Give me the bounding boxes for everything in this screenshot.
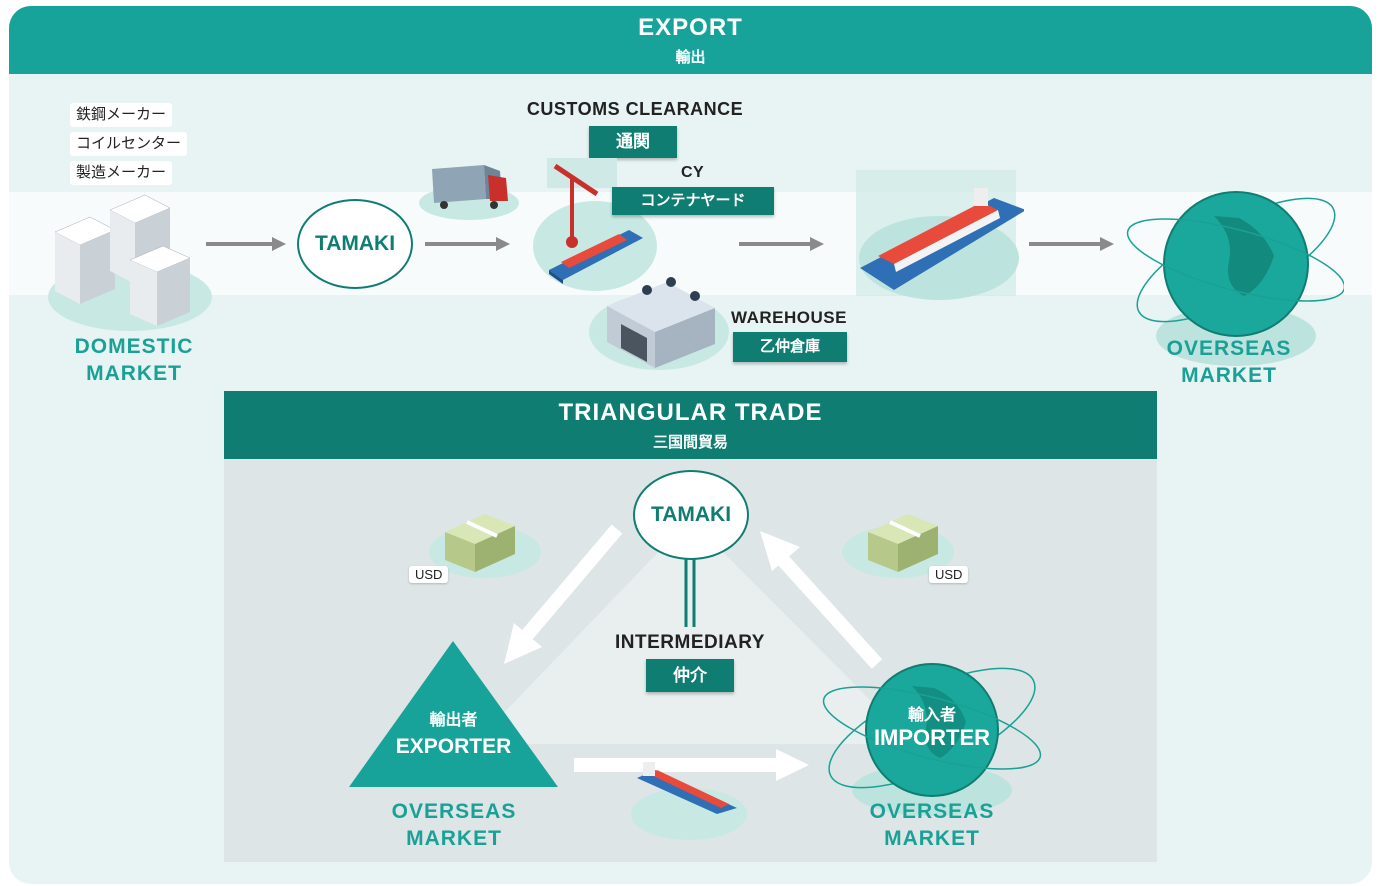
right-market-line2: MARKET (884, 827, 980, 850)
customs-label: CUSTOMS CLEARANCE (526, 99, 744, 119)
domestic-market-label: DOMESTIC MARKET (49, 333, 219, 387)
warehouse-label: WAREHOUSE (731, 308, 847, 327)
warehouse-jp-badge: 乙仲倉庫 (733, 332, 847, 362)
small-ship-icon (631, 762, 747, 840)
warehouse-icon (589, 277, 729, 370)
triangle-flow-graphic (474, 519, 914, 781)
triangular-title-jp: 三国間貿易 (652, 434, 728, 451)
overseas-market-label: OVERSEAS MARKET (1139, 335, 1319, 389)
tamaki-logo-triangle: TAMAKI (633, 470, 749, 560)
truck-icon (419, 165, 519, 220)
tag-coil-center: コイルセンター (70, 132, 188, 156)
usd-badge-left: USD (409, 566, 449, 583)
usd-badge-right: USD (929, 566, 969, 583)
arrow-icon (425, 237, 510, 251)
importer-en-label: IMPORTER (873, 725, 991, 750)
exporter-en-label: EXPORTER (395, 735, 512, 758)
globe-icon (1126, 191, 1344, 366)
triangular-trade-header: TRIANGULAR TRADE 三国間貿易 (224, 391, 1157, 459)
cy-jp-badge: コンテナヤード (612, 187, 774, 215)
export-title: EXPORT (638, 14, 743, 41)
exporter-jp-label: 輸出者 (429, 712, 478, 729)
tag-steel-maker: 鉄鋼メーカー (70, 103, 173, 127)
overseas-market-line2: MARKET (1181, 364, 1277, 387)
right-market-line1: OVERSEAS (869, 800, 995, 823)
left-overseas-market-label: OVERSEAS MARKET (364, 798, 544, 852)
intermediary-jp-badge: 仲介 (646, 659, 734, 692)
arrow-icon (1029, 237, 1114, 251)
tag-manufacturer: 製造メーカー (70, 161, 173, 185)
importer-jp-label: 輸入者 (907, 707, 956, 724)
customs-jp-badge: 通関 (589, 126, 677, 158)
intermediary-label: INTERMEDIARY (615, 632, 765, 653)
importer-globe-icon (822, 663, 1042, 816)
export-header: EXPORT 輸出 (9, 6, 1372, 74)
overseas-market-line1: OVERSEAS (1166, 337, 1292, 360)
right-overseas-market-label: OVERSEAS MARKET (842, 798, 1022, 852)
domestic-market-line2: MARKET (86, 362, 182, 385)
arrow-icon (206, 237, 286, 251)
exporter-triangle-icon (349, 641, 558, 787)
tamaki-logo-top: TAMAKI (297, 199, 413, 289)
arrow-icon (739, 237, 824, 251)
container-yard-icon (533, 158, 657, 291)
export-title-jp: 輸出 (675, 49, 706, 66)
left-market-line2: MARKET (406, 827, 502, 850)
cy-label: CY (681, 164, 705, 181)
triangular-title: TRIANGULAR TRADE (558, 399, 823, 426)
domestic-market-line1: DOMESTIC (74, 335, 194, 358)
left-market-line1: OVERSEAS (391, 800, 517, 823)
money-stack-icon (842, 514, 954, 578)
buildings-icon (48, 194, 212, 331)
cargo-ship-icon (856, 170, 1024, 300)
money-stack-icon (429, 514, 541, 578)
